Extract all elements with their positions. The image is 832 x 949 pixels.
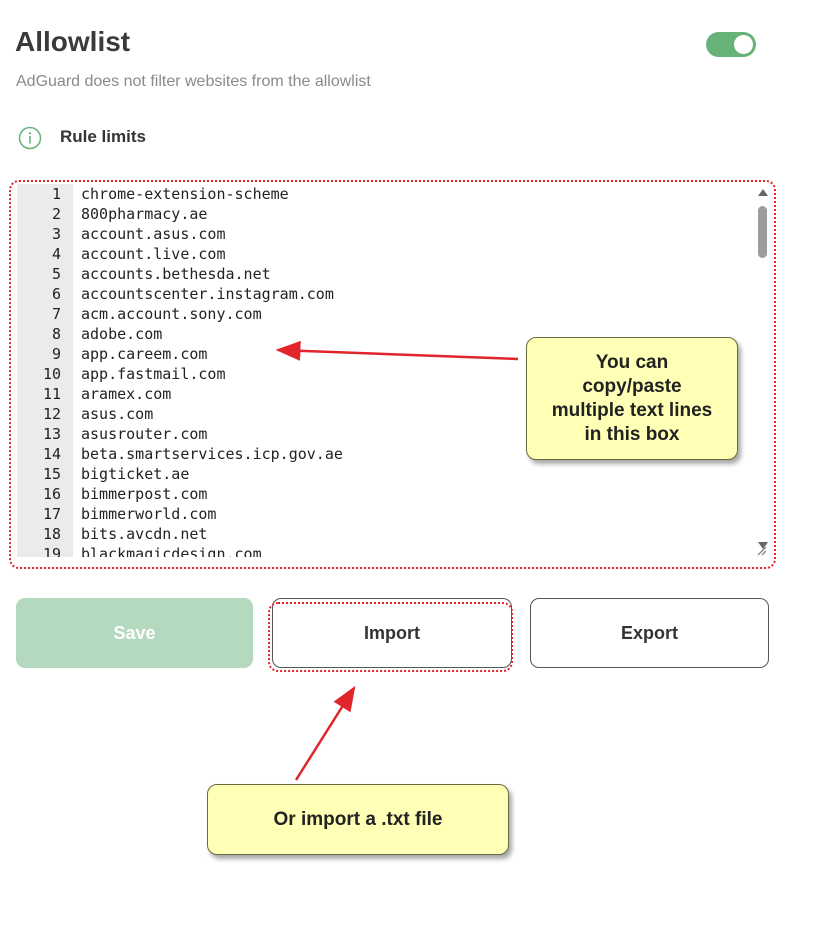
paste-callout: You can copy/paste multiple text lines i… (526, 337, 738, 460)
rule-text[interactable]: accounts.bethesda.net (81, 265, 271, 283)
line-number: 18 (42, 525, 61, 543)
line-number-gutter (17, 184, 73, 557)
rule-text[interactable]: bimmerpost.com (81, 485, 208, 503)
line-number: 6 (51, 285, 61, 303)
rule-limits-link[interactable]: Rule limits (60, 127, 146, 146)
rule-text[interactable]: blackmagicdesign.com (81, 545, 262, 557)
rule-text[interactable]: beta.smartservices.icp.gov.ae (81, 445, 343, 463)
rule-text[interactable]: bits.avcdn.net (81, 525, 208, 543)
export-button[interactable]: Export (530, 598, 769, 668)
rule-text[interactable]: account.live.com (81, 245, 226, 263)
rule-text[interactable]: app.fastmail.com (81, 365, 226, 383)
toggle-knob (734, 35, 753, 54)
rule-text[interactable]: chrome-extension-scheme (81, 185, 289, 203)
rule-text[interactable]: bimmerworld.com (81, 505, 217, 523)
line-number: 5 (51, 265, 61, 283)
line-number: 12 (42, 405, 61, 423)
rule-text[interactable]: accountscenter.instagram.com (81, 285, 334, 303)
import-highlight-outline (268, 602, 513, 672)
callout-line: multiple text lines (551, 399, 713, 421)
line-number: 10 (42, 365, 61, 383)
rule-text[interactable]: acm.account.sony.com (81, 305, 262, 323)
line-number: 8 (51, 325, 61, 343)
page-title: Allowlist (15, 26, 131, 57)
line-number: 19 (42, 545, 61, 557)
line-number: 3 (51, 225, 61, 243)
line-number: 1 (51, 185, 61, 203)
rule-text[interactable]: app.careem.com (81, 345, 208, 363)
import-button[interactable]: Import (272, 598, 512, 668)
scroll-thumb[interactable] (758, 206, 767, 258)
line-number: 7 (51, 305, 61, 323)
editor-highlight-outline (9, 180, 776, 569)
page-subtitle: AdGuard does not filter websites from th… (16, 73, 371, 90)
arrow-to-import (294, 685, 356, 781)
allowlist-toggle[interactable] (706, 32, 756, 57)
scroll-up-arrow-icon[interactable] (758, 189, 768, 196)
scroll-down-arrow-icon[interactable] (758, 542, 768, 549)
line-number: 16 (42, 485, 61, 503)
line-number: 9 (51, 345, 61, 363)
rule-text[interactable]: adobe.com (81, 325, 163, 343)
editor-scrollbar[interactable] (755, 184, 769, 557)
rule-text[interactable]: account.asus.com (81, 225, 226, 243)
callout-line: copy/paste (582, 375, 682, 397)
save-button[interactable]: Save (16, 598, 253, 668)
rule-text[interactable]: asusrouter.com (81, 425, 208, 443)
line-number: 13 (42, 425, 61, 443)
line-number: 17 (42, 505, 61, 523)
line-number: 4 (51, 245, 61, 263)
info-circle-icon[interactable] (18, 126, 42, 150)
callout-line: in this box (584, 423, 680, 445)
line-number: 2 (51, 205, 61, 223)
import-callout: Or import a .txt file (207, 784, 509, 855)
rule-text[interactable]: aramex.com (81, 385, 172, 403)
line-number: 15 (42, 465, 61, 483)
resize-handle-icon[interactable] (755, 544, 767, 556)
line-number: 14 (42, 445, 61, 463)
rule-text[interactable]: bigticket.ae (81, 465, 190, 483)
rule-text[interactable]: 800pharmacy.ae (81, 205, 208, 223)
line-number: 11 (42, 385, 61, 403)
rule-text[interactable]: asus.com (81, 405, 154, 423)
callout-line: You can (595, 351, 669, 373)
